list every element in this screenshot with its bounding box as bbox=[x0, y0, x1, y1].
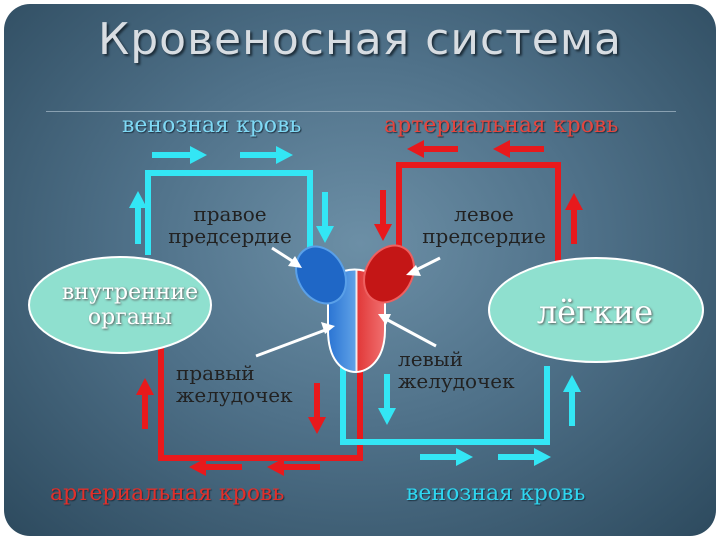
arrow-down-icon bbox=[316, 192, 334, 243]
venous-vessel-systemic bbox=[145, 170, 313, 262]
arrow-up-icon bbox=[129, 191, 147, 244]
pointer-arrow-left-ventricle bbox=[378, 314, 437, 348]
arrow-right-icon bbox=[498, 448, 551, 466]
right-atrium-shape bbox=[295, 245, 347, 305]
right-atrium-label: правое предсердие bbox=[168, 202, 292, 248]
arrow-left-icon bbox=[493, 140, 544, 158]
internal-organs-ellipse bbox=[28, 256, 212, 354]
arrow-right-icon bbox=[152, 146, 207, 164]
venous-vessel-pulmonary bbox=[340, 366, 550, 445]
right-ventricle-label: правый желудочек bbox=[176, 361, 293, 407]
lungs-label: лёгкие bbox=[536, 293, 654, 331]
lungs-ellipse bbox=[488, 257, 704, 363]
pointer-arrow-right-ventricle bbox=[255, 322, 335, 358]
arrow-down-icon bbox=[308, 383, 326, 434]
arrow-up-icon bbox=[563, 375, 581, 426]
left-ventricle-label: левый желудочек bbox=[398, 347, 515, 393]
pointer-arrow-right-atrium bbox=[271, 246, 302, 268]
title-divider bbox=[46, 111, 676, 112]
arrow-left-icon bbox=[189, 458, 242, 476]
pointer-arrow-left-atrium bbox=[406, 256, 441, 276]
arrow-left-icon bbox=[407, 140, 458, 158]
bottom-venous-label: венозная кровь bbox=[406, 481, 586, 506]
top-venous-label: венозная кровь bbox=[122, 113, 302, 138]
arrow-left-icon bbox=[267, 458, 320, 476]
arrow-down-icon bbox=[374, 190, 392, 241]
arrow-down-icon bbox=[378, 374, 396, 425]
internal-organs-label: внутренние органы bbox=[61, 280, 199, 330]
arrow-up-icon bbox=[136, 378, 154, 429]
arterial-vessel-systemic bbox=[158, 340, 363, 461]
arrow-right-icon bbox=[240, 146, 293, 164]
left-atrium-shape bbox=[363, 244, 415, 304]
top-arterial-label: артериальная кровь bbox=[384, 113, 619, 138]
arrow-right-icon bbox=[420, 448, 473, 466]
left-atrium-label: левое предсердие bbox=[422, 202, 546, 248]
arrow-up-icon bbox=[565, 193, 583, 244]
arterial-vessel-pulmonary bbox=[396, 162, 561, 262]
bottom-arterial-label: артериальная кровь bbox=[50, 481, 285, 506]
page-title: Кровеносная система bbox=[98, 14, 622, 65]
